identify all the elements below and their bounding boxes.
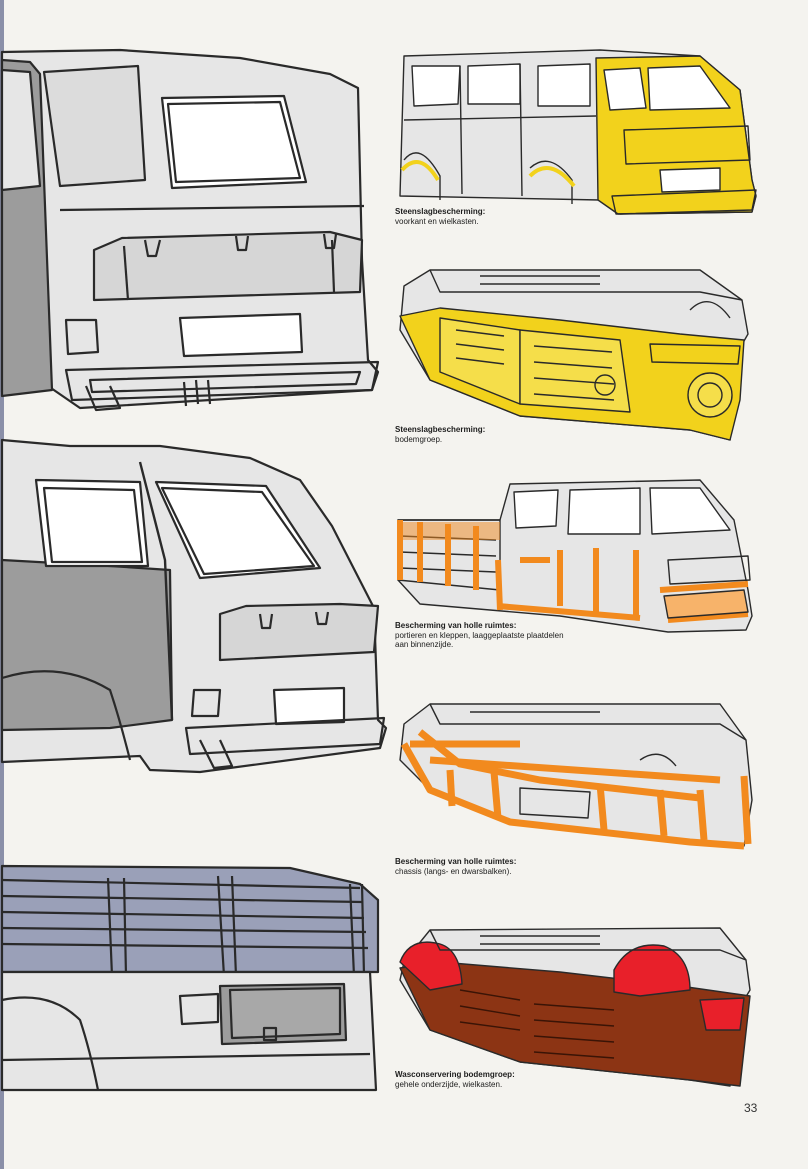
caption-cavity-doors: Bescherming van holle ruimtes: portieren… bbox=[395, 621, 565, 650]
double-cab-rear-large-drawing bbox=[0, 438, 388, 774]
underbody-wax-diagram bbox=[399, 927, 751, 1087]
caption-text: bodemgroep. bbox=[395, 434, 443, 444]
caption-text: chassis (langs- en dwarsbalken). bbox=[395, 866, 512, 876]
underbody-yellow-diagram bbox=[399, 269, 749, 441]
caption-stone-chip-front: Steenslagbescherming: voorkant en wielka… bbox=[395, 207, 565, 226]
caption-stone-chip-underbody: Steenslagbescherming: bodemgroep. bbox=[395, 425, 565, 444]
pickup-rear-large-drawing bbox=[0, 864, 380, 1092]
van-yellow-diagram bbox=[399, 49, 757, 215]
chassis-orange-diagram bbox=[399, 703, 753, 850]
caption-text: portieren en kleppen, laaggeplaatste pla… bbox=[395, 630, 564, 650]
caption-title: Bescherming van holle ruimtes: bbox=[395, 857, 517, 866]
caption-title: Wasconservering bodemgroep: bbox=[395, 1070, 515, 1079]
van-rear-large-drawing bbox=[0, 48, 380, 412]
caption-title: Bescherming van holle ruimtes: bbox=[395, 621, 517, 630]
caption-cavity-chassis: Bescherming van holle ruimtes: chassis (… bbox=[395, 857, 565, 876]
caption-title: Steenslagbescherming: bbox=[395, 425, 486, 434]
caption-text: voorkant en wielkasten. bbox=[395, 216, 479, 226]
page-number: 33 bbox=[744, 1101, 758, 1115]
double-cab-orange-diagram bbox=[397, 479, 753, 633]
caption-wax-underbody: Wasconservering bodemgroep: gehele onder… bbox=[395, 1070, 565, 1089]
caption-text: gehele onderzijde, wielkasten. bbox=[395, 1079, 503, 1089]
caption-title: Steenslagbescherming: bbox=[395, 207, 486, 216]
